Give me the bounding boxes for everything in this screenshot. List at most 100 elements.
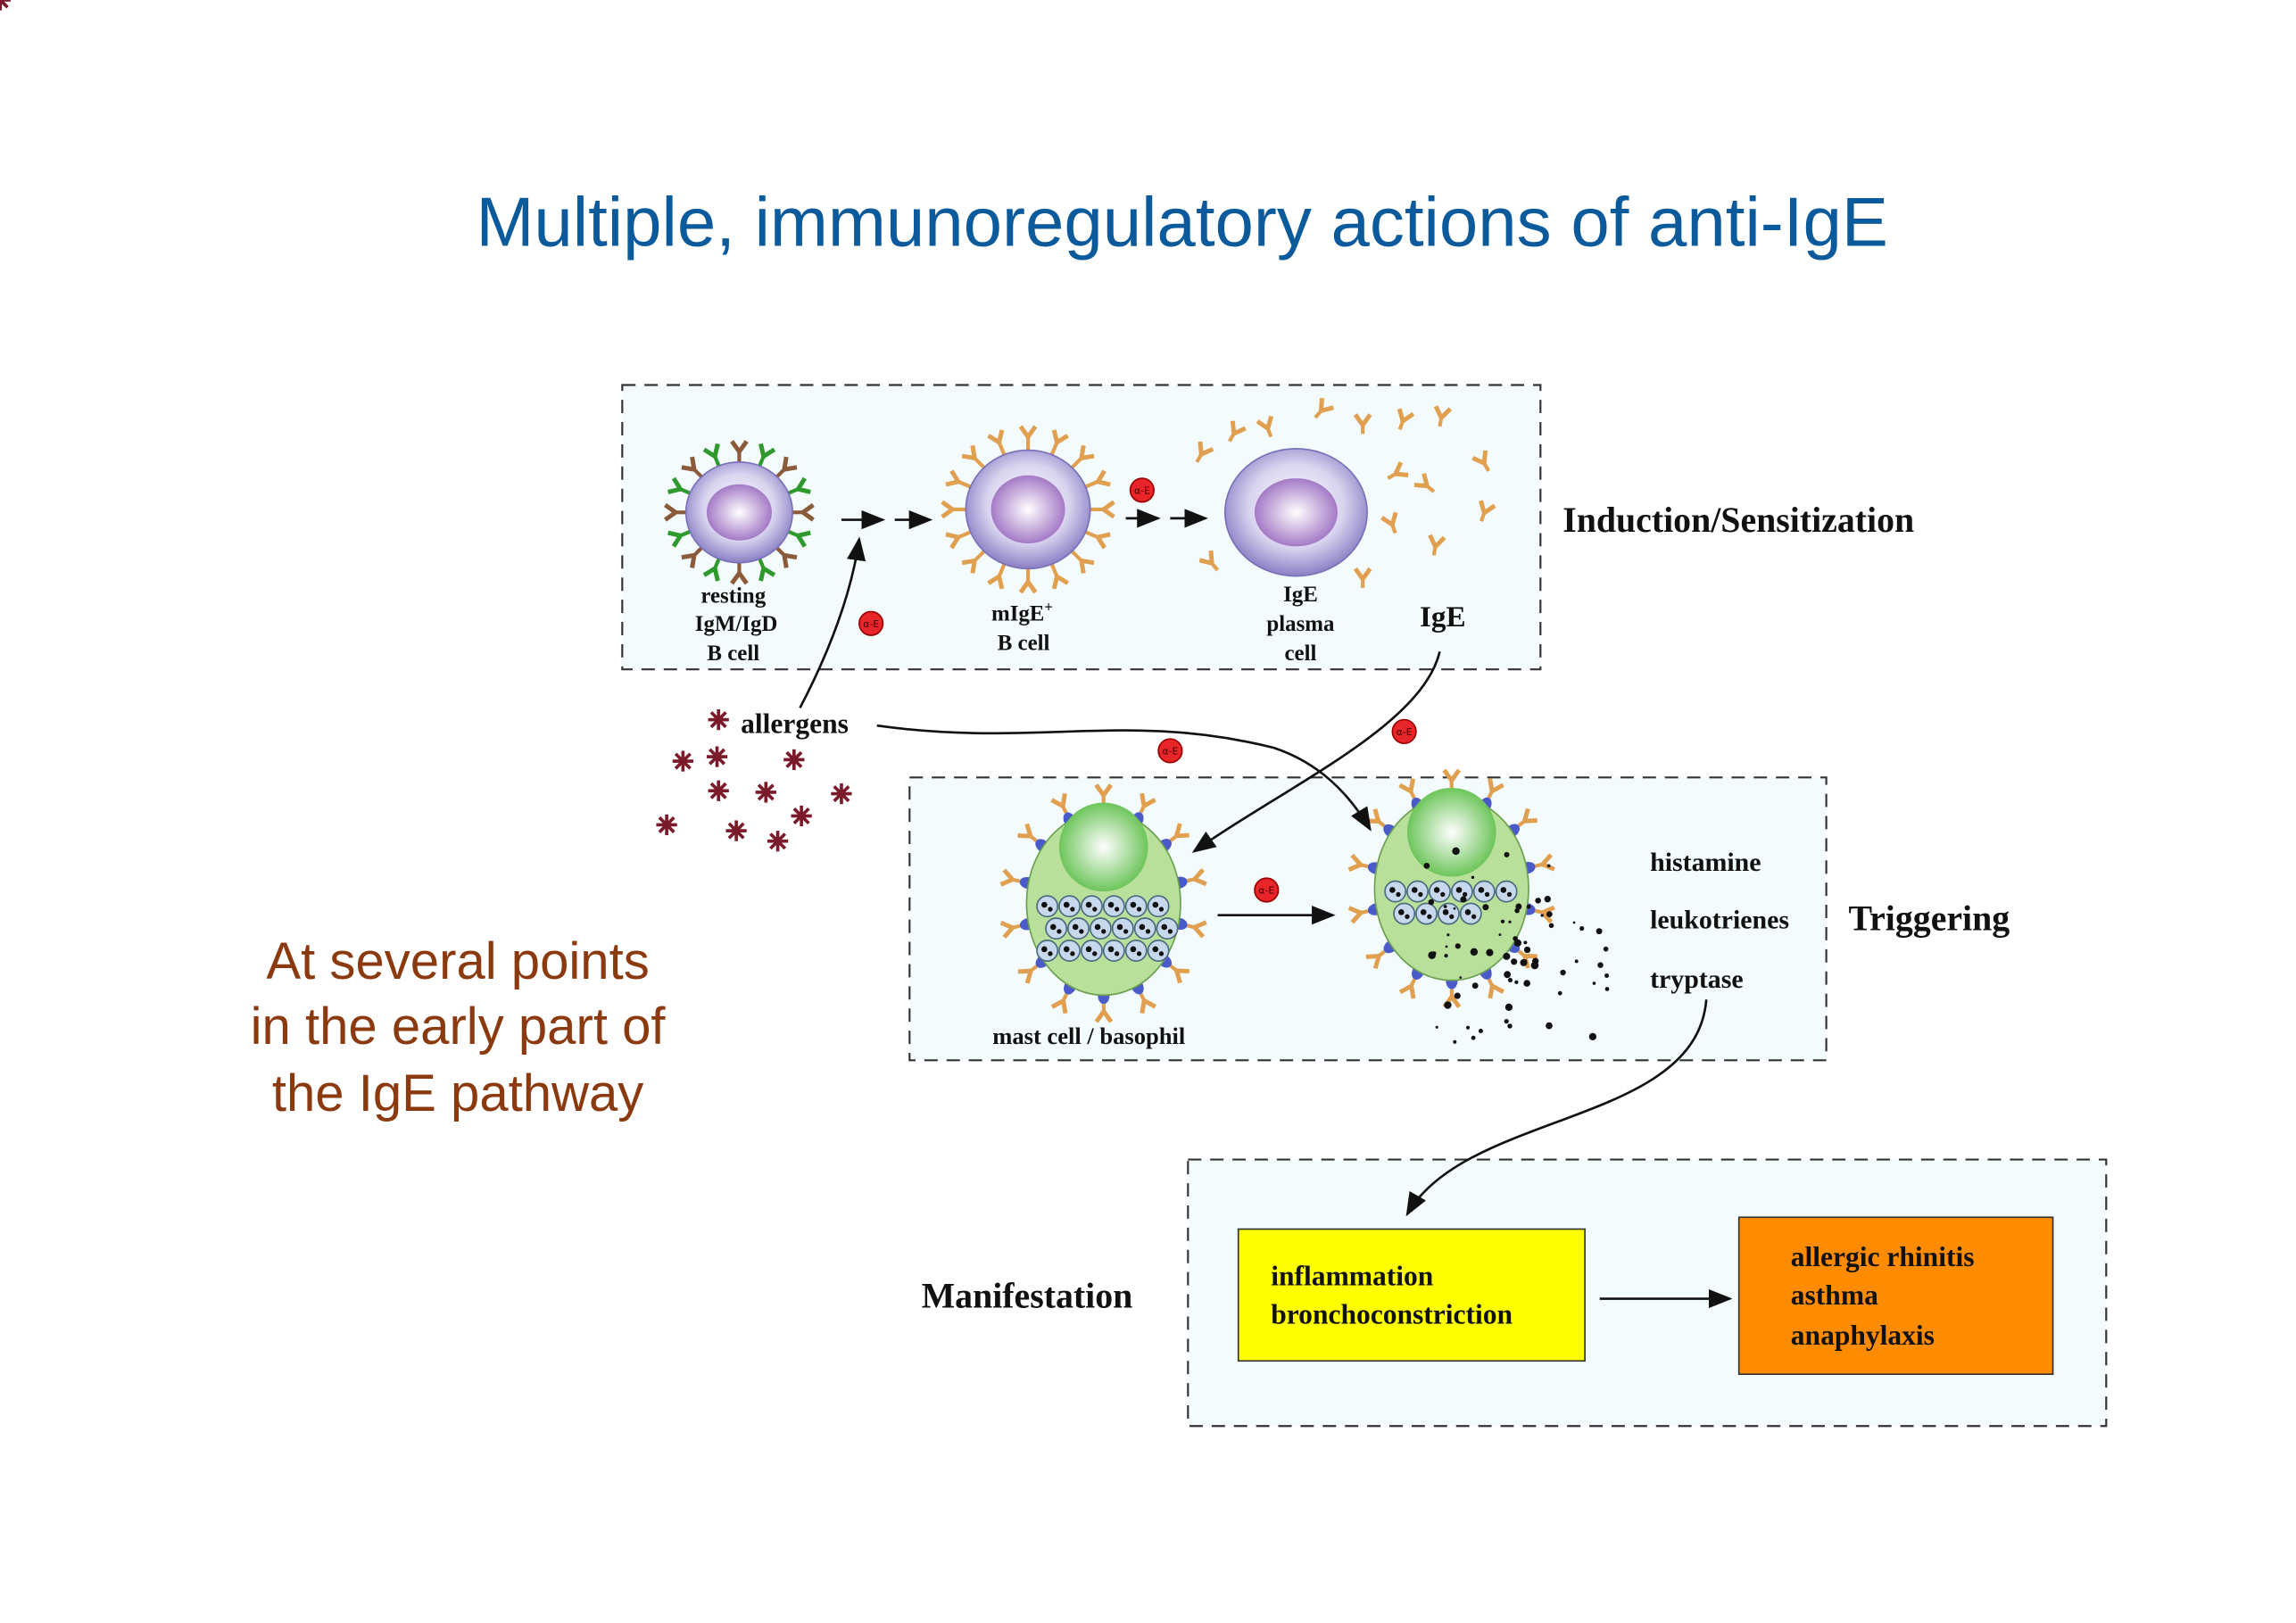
induction-panel: resting IgM/IgD B cell mIgE+ B cell IgE … (621, 384, 1542, 671)
antibody-arm (1024, 823, 1033, 837)
antibody-arm (1395, 471, 1409, 477)
mediator-particle (1604, 973, 1610, 979)
antibody-stem (1390, 524, 1397, 534)
antibody-stem (973, 456, 986, 469)
antibody-stem (1210, 562, 1220, 572)
mediator-particle (1482, 904, 1489, 911)
granule-dot (1139, 923, 1146, 931)
mediator-particle (1444, 1001, 1452, 1009)
antibody-stem (1409, 978, 1417, 987)
slide-title: Multiple, immunoregulatory actions of an… (476, 183, 1887, 261)
granule (1429, 880, 1451, 903)
antibody-icon (775, 456, 798, 478)
granule (1437, 902, 1460, 925)
ige-label: IgE (1420, 600, 1466, 633)
granule-dot (1152, 901, 1159, 908)
antibody-stem (1070, 550, 1083, 562)
granule-dot (1057, 929, 1062, 934)
antibody-stem (1169, 965, 1178, 973)
antibody-icon (1070, 550, 1095, 574)
antibody-stem (957, 479, 972, 489)
granule-dot (1440, 891, 1446, 898)
mediator-particle (1453, 1039, 1457, 1044)
antibody-arm (1490, 783, 1504, 793)
antibody-icon (1314, 397, 1334, 419)
antibody-stem (1049, 441, 1059, 456)
effects-box (1237, 1228, 1586, 1362)
granule-dot (1070, 907, 1075, 912)
antibody-icon (1353, 567, 1372, 588)
antibody-icon (945, 530, 972, 550)
allergen-icon (791, 805, 812, 827)
granule (1384, 880, 1407, 903)
mediator-particle (1514, 980, 1519, 984)
antibody-icon (1050, 993, 1068, 1014)
antibody-icon (1084, 469, 1111, 489)
antibody-arm (1408, 778, 1415, 792)
antibody-arm (1050, 998, 1065, 1009)
antibody-icon (1227, 420, 1247, 443)
allergen-core (761, 787, 771, 797)
antibody-stem (973, 550, 986, 562)
granule-dot (1063, 946, 1070, 953)
antibody-stem (1314, 410, 1323, 419)
antibody-arm (801, 510, 815, 522)
mediator-particle (1530, 961, 1539, 970)
antibody-arm (1101, 783, 1114, 797)
antibody-stem (713, 558, 721, 569)
allergen-core (678, 757, 688, 766)
mediator-label: leukotrienes (1650, 906, 1789, 935)
granule-dot (1092, 907, 1098, 912)
ige-to-mast-arrow (1191, 650, 1441, 853)
antibody-arm (1320, 405, 1334, 413)
antibody-icon (1050, 792, 1068, 814)
granule (1102, 895, 1125, 918)
antibody-stem (1482, 462, 1491, 472)
granule (1472, 880, 1496, 903)
allergen-icon (706, 746, 728, 767)
antibody-stem (1012, 923, 1021, 930)
granule-dot (1107, 901, 1115, 908)
antibody-stem (1479, 512, 1487, 522)
antibody-icon (1187, 920, 1207, 939)
mediator-particle (1423, 862, 1430, 869)
antibody-icon (702, 443, 721, 467)
allergen-icon (831, 783, 852, 805)
mediator-particle (1557, 990, 1562, 996)
granule-dot (1161, 923, 1168, 931)
mediator-particle (1523, 940, 1528, 945)
granule (1036, 895, 1059, 918)
disease-label: allergic rhinitis (1791, 1241, 1975, 1272)
allergen-icon (708, 780, 729, 801)
antibody-arm (782, 554, 789, 568)
allergen-icon (755, 782, 776, 803)
antibody-arm (762, 447, 776, 459)
mast-cell (999, 783, 1207, 1023)
allergen-core (773, 836, 783, 846)
granule (1036, 940, 1059, 962)
antibody-stem (1049, 563, 1059, 577)
allergen-core (836, 789, 846, 799)
mediator-particle (1500, 919, 1505, 923)
antibody-icon (1387, 461, 1409, 480)
antibody-stem (1438, 417, 1444, 427)
antibody-arm (1208, 550, 1214, 564)
antibody-stem (997, 563, 1007, 577)
granule-dot (1420, 909, 1427, 915)
antibody-arm (1524, 817, 1538, 824)
antibody-stem (997, 441, 1007, 456)
antibody-arm (941, 500, 954, 511)
antibody-stem (679, 529, 692, 538)
tryptase-to-manifestation-arrow (1405, 999, 1708, 1217)
mediator-particle (1548, 923, 1554, 929)
antibody-icon (1084, 530, 1111, 550)
antibody-stem (957, 530, 972, 539)
mediator-particle (1486, 948, 1494, 956)
granule-dot (1136, 907, 1142, 912)
side-note-line: in the early part of (251, 998, 667, 1056)
antibody-icon (1198, 550, 1220, 572)
antibody-icon (1187, 868, 1207, 887)
stage-label-induction: Induction/Sensitization (1562, 501, 1914, 540)
mediator-particle (1597, 962, 1604, 968)
granule-dot (1471, 914, 1477, 919)
